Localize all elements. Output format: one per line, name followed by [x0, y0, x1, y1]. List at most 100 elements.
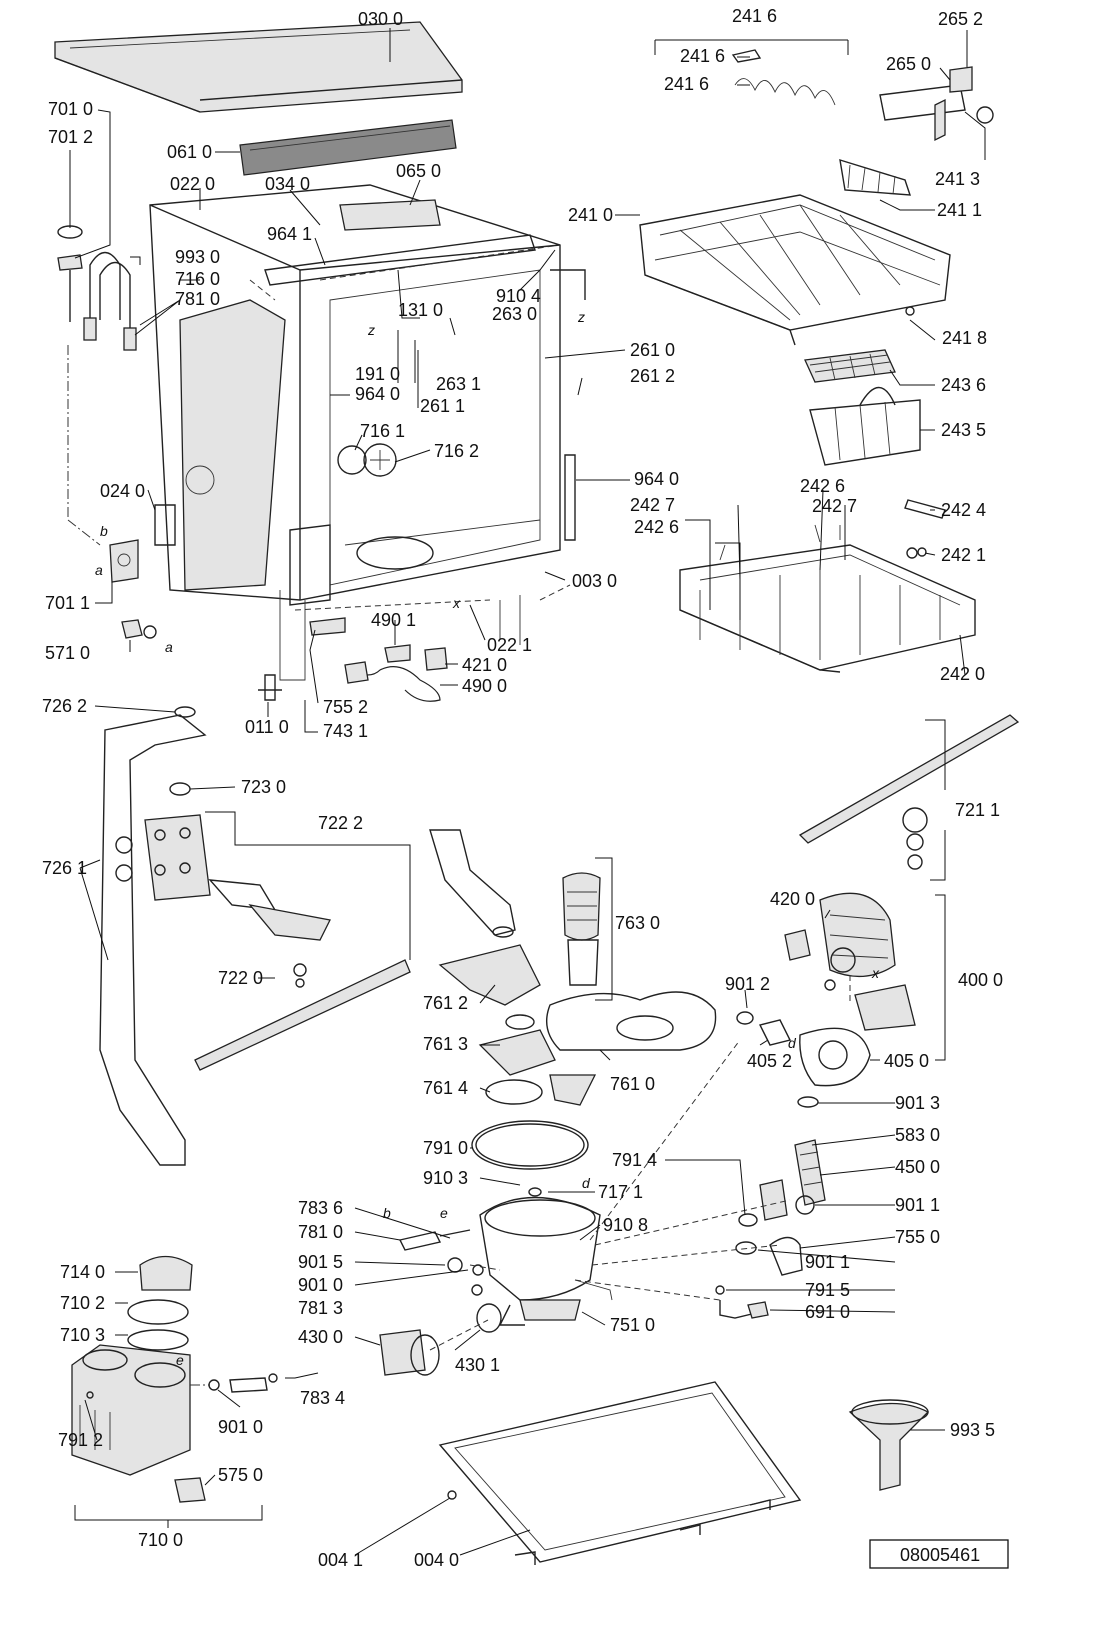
part-label: 241 1: [937, 200, 982, 220]
ref-letter: x: [871, 965, 880, 981]
part-label: 791 5: [805, 1280, 850, 1300]
ref-letter: d: [788, 1035, 797, 1051]
part-label: 721 1: [955, 800, 1000, 820]
part-label: 131 0: [398, 300, 443, 320]
part-label: 242 4: [941, 500, 986, 520]
part-label: 781 0: [175, 289, 220, 309]
part-label: 964 0: [355, 384, 400, 404]
part-label: 490 0: [462, 676, 507, 696]
fill-hose-assembly: [57, 225, 137, 546]
part-label: 901 2: [725, 974, 770, 994]
tub-cabinet: [149, 184, 586, 681]
part-label: 791 2: [58, 1430, 103, 1450]
document-number-box: 08005461: [869, 1539, 1009, 1569]
level-switch-sensor: [715, 1285, 769, 1319]
ref-letter: z: [577, 309, 585, 325]
part-label: 575 0: [218, 1465, 263, 1485]
worktop-cover: [54, 21, 463, 113]
ref-letter: e: [176, 1352, 184, 1368]
part-label: 781 0: [298, 1222, 343, 1242]
part-label: 261 2: [630, 366, 675, 386]
part-label: 910 4: [496, 286, 541, 306]
part-label: 191 0: [355, 364, 400, 384]
part-label: 421 0: [462, 655, 507, 675]
part-label: 716 2: [434, 441, 479, 461]
part-label: 420 0: [770, 889, 815, 909]
part-label: 024 0: [100, 481, 145, 501]
filter-set: [562, 872, 601, 986]
part-label: 242 6: [800, 476, 845, 496]
sump-assembly: [479, 1187, 613, 1326]
part-label: 722 0: [218, 968, 263, 988]
part-label: 061 0: [167, 142, 212, 162]
reference-letters: z z b a a x x d d b e e: [95, 309, 880, 1368]
ref-letter: e: [440, 1205, 448, 1221]
part-label: 761 2: [423, 993, 468, 1013]
part-label: 755 2: [323, 697, 368, 717]
part-label: 783 4: [300, 1388, 345, 1408]
spray-arm-manifold: [144, 782, 211, 901]
part-label: 964 0: [634, 469, 679, 489]
part-label: 691 0: [805, 1302, 850, 1322]
part-label: 241 6: [732, 6, 777, 26]
salt-funnel: [848, 1399, 930, 1491]
heater-circulation-pump: [784, 892, 916, 1031]
part-label: 714 0: [60, 1262, 105, 1282]
part-label: 450 0: [895, 1157, 940, 1177]
part-label: 726 1: [42, 858, 87, 878]
part-label: 717 1: [598, 1182, 643, 1202]
part-label: 030 0: [358, 9, 403, 29]
part-label: 261 1: [420, 396, 465, 416]
part-label: 243 5: [941, 420, 986, 440]
part-label: 583 0: [895, 1125, 940, 1145]
part-label: 993 0: [175, 247, 220, 267]
top-spray-arm: [798, 714, 1020, 870]
drain-pump: [379, 1303, 502, 1376]
ref-letter: a: [165, 639, 173, 655]
leader-lines: [69, 28, 986, 1556]
part-label: 743 1: [323, 721, 368, 741]
part-label: 710 3: [60, 1325, 105, 1345]
guide-lines: [249, 244, 851, 1351]
part-label: 710 2: [60, 1293, 105, 1313]
part-label: 901 0: [298, 1275, 343, 1295]
circulation-pump-housing: [736, 1011, 871, 1087]
part-label: 242 0: [940, 664, 985, 684]
part-label: 964 1: [267, 224, 312, 244]
part-label: 241 6: [664, 74, 709, 94]
lower-spray-arm-support: [438, 944, 541, 1006]
part-label: 011 0: [245, 717, 289, 737]
part-label: 400 0: [958, 970, 1003, 990]
water-softener: [71, 1255, 278, 1503]
part-label: 783 6: [298, 1198, 343, 1218]
ref-letter: x: [452, 595, 461, 611]
ref-letter: z: [367, 322, 375, 338]
door-spring-connector: [121, 619, 157, 639]
door-lock-and-cable: [344, 644, 448, 702]
part-label: 265 2: [938, 9, 983, 29]
part-label: 791 4: [612, 1150, 657, 1170]
upper-spray-arm-riser: [99, 706, 207, 1166]
cutlery-basket: [804, 349, 921, 466]
part-label: 901 1: [805, 1252, 850, 1272]
part-label: 716 0: [175, 269, 220, 289]
part-label: 710 0: [138, 1530, 183, 1550]
part-label: 263 1: [436, 374, 481, 394]
part-label: 701 2: [48, 127, 93, 147]
part-label: 065 0: [396, 161, 441, 181]
part-label: 726 2: [42, 696, 87, 716]
part-label: 263 0: [492, 304, 537, 324]
part-label: 022 1: [487, 635, 532, 655]
document-number: 08005461: [900, 1545, 980, 1565]
part-label: 701 0: [48, 99, 93, 119]
part-label: 242 7: [812, 496, 857, 516]
middle-spray-arm: [194, 879, 411, 1071]
part-label: 003 0: [572, 571, 617, 591]
part-label: 571 0: [45, 643, 90, 663]
part-label: 761 0: [610, 1074, 655, 1094]
ref-letter: b: [100, 523, 108, 539]
sound-insulation-pad: [239, 119, 457, 176]
part-label: 034 0: [265, 174, 310, 194]
heating-element-connectors: [398, 1229, 484, 1296]
part-number-labels: 030 0 241 6 265 2 241 6 265 0 241 6 701 …: [42, 6, 1003, 1570]
